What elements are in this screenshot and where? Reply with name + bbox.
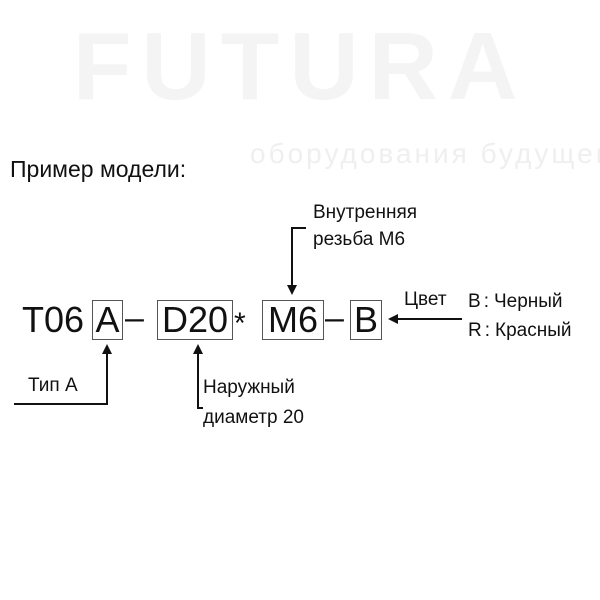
color-option-black-code: B xyxy=(468,291,481,312)
color-option-red-separator: : xyxy=(484,320,491,341)
code-segment-type-box: A xyxy=(92,300,123,340)
color-option-black-separator: : xyxy=(483,291,489,312)
color-option-red-code: R xyxy=(468,320,482,341)
page-title: Пример модели: xyxy=(10,156,187,182)
label-type: Тип А xyxy=(28,375,78,396)
color-option-red-text: Красный xyxy=(495,320,572,341)
label-outer-diameter-line1: Наружный xyxy=(203,377,295,398)
watermark-brand: FUTURA xyxy=(72,13,528,120)
code-star: * xyxy=(234,307,246,340)
code-segment-type: A xyxy=(95,299,120,340)
code-dash-2: – xyxy=(325,299,344,337)
code-prefix: T06 xyxy=(22,299,85,340)
label-inner-thread-line2: резьба М6 xyxy=(313,229,406,250)
arrow-type xyxy=(14,344,112,405)
label-color: Цвет xyxy=(404,289,447,310)
label-outer-diameter-line2: диаметр 20 xyxy=(203,407,304,428)
code-segment-thread-box: M6 xyxy=(262,300,324,340)
code-segment-diameter-box: D20 xyxy=(157,300,233,340)
color-option-black: B:Черный xyxy=(468,290,563,314)
color-option-red: R:Красный xyxy=(468,319,571,343)
code-segment-color-box: B xyxy=(350,300,382,340)
arrow-outer-diameter xyxy=(193,344,203,409)
color-option-black-text: Черный xyxy=(493,291,563,312)
watermark-slogan: оборудования будущего xyxy=(250,138,600,169)
code-dash-1: – xyxy=(125,299,144,337)
code-segment-color: B xyxy=(353,299,378,340)
label-inner-thread-line1: Внутренняя xyxy=(313,202,418,223)
code-segment-diameter: D20 xyxy=(161,299,229,340)
arrow-inner-thread xyxy=(287,227,306,295)
code-segment-thread: M6 xyxy=(267,299,318,340)
